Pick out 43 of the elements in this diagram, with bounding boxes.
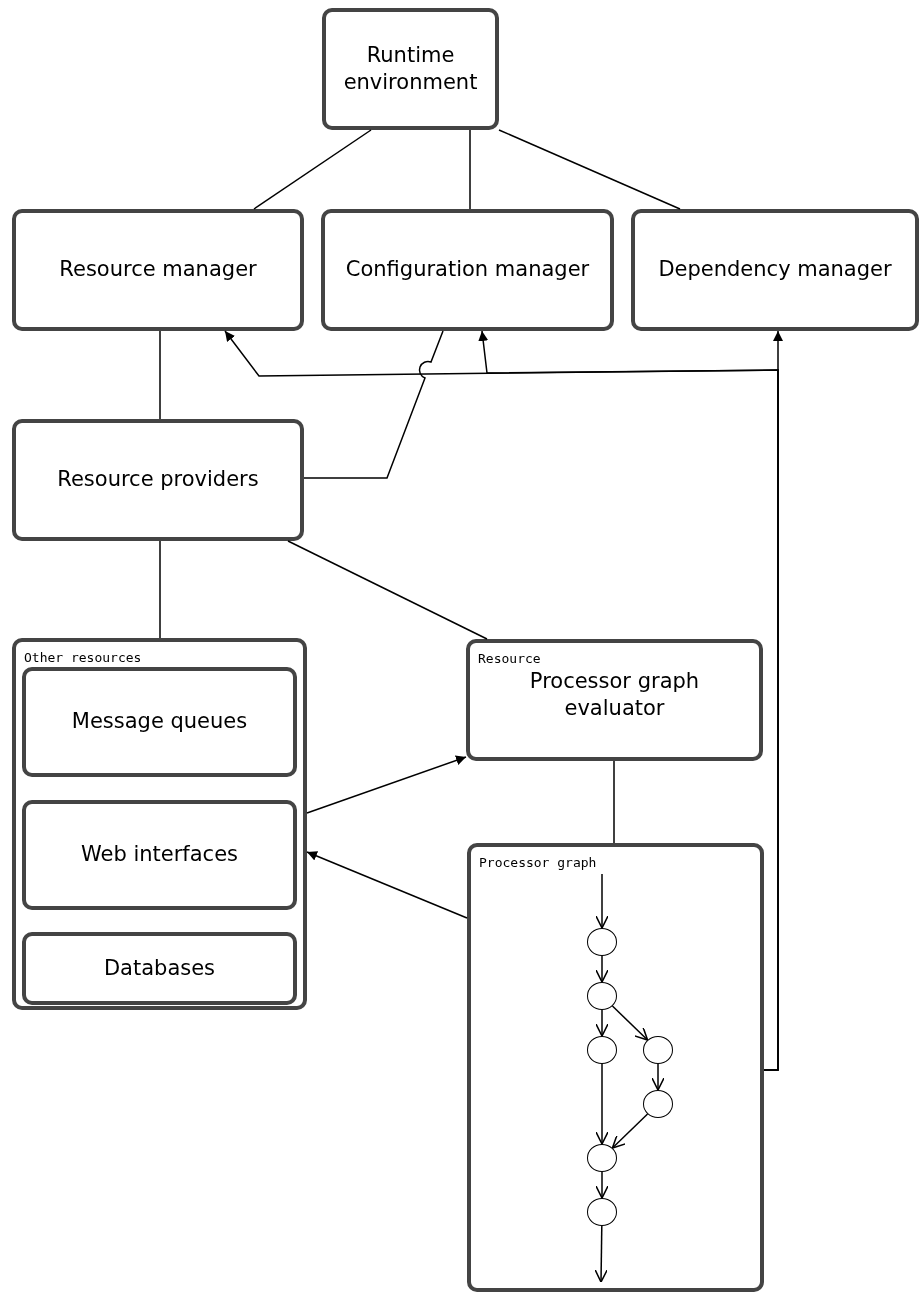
group-box: [467, 843, 764, 1292]
component-box: [631, 209, 919, 331]
box-label: Dependency manager: [658, 256, 892, 284]
box-label: Resource manager: [59, 256, 257, 284]
arrow: [595, 955, 609, 983]
box-label: Resource providers: [57, 466, 259, 494]
arrow: [611, 1005, 649, 1041]
connector-line: [469, 129, 471, 210]
component-box: [466, 639, 763, 761]
connector-line: [253, 129, 372, 210]
box-label: Web interfaces: [80, 841, 239, 869]
group-heading: Processor graph: [479, 855, 597, 870]
box-label: Configuration manager: [345, 256, 590, 284]
connector-line: [303, 330, 444, 479]
component-box: [12, 209, 304, 331]
connector-line: [613, 760, 615, 844]
arrow: [595, 1063, 609, 1145]
box-label: Databases: [103, 954, 216, 982]
arrow: [611, 1113, 649, 1149]
group-box: [12, 638, 307, 1010]
connector-line: [498, 129, 681, 210]
component-box: [321, 209, 614, 331]
box-label: Runtime environment: [342, 41, 479, 96]
box-label: Message queues: [71, 708, 248, 736]
arrow: [594, 1225, 608, 1283]
component-box: [12, 419, 304, 541]
connector-line: [287, 540, 488, 640]
arrow: [306, 755, 467, 814]
arrow: [306, 851, 468, 919]
arrow: [595, 1009, 609, 1037]
box-label: Processor graph evaluator: [528, 667, 701, 722]
component-box: [22, 667, 297, 777]
group-heading: Other resources: [24, 650, 142, 665]
arrow: [651, 1063, 665, 1091]
connector-line: [159, 330, 161, 420]
arrow: [595, 1171, 609, 1199]
group-heading: Resource: [478, 651, 541, 666]
component-box: [22, 932, 297, 1005]
component-box: [22, 800, 297, 910]
arrow: [595, 873, 609, 929]
connector-line: [159, 540, 161, 639]
arrow: [478, 330, 779, 1071]
component-box: [322, 8, 499, 130]
